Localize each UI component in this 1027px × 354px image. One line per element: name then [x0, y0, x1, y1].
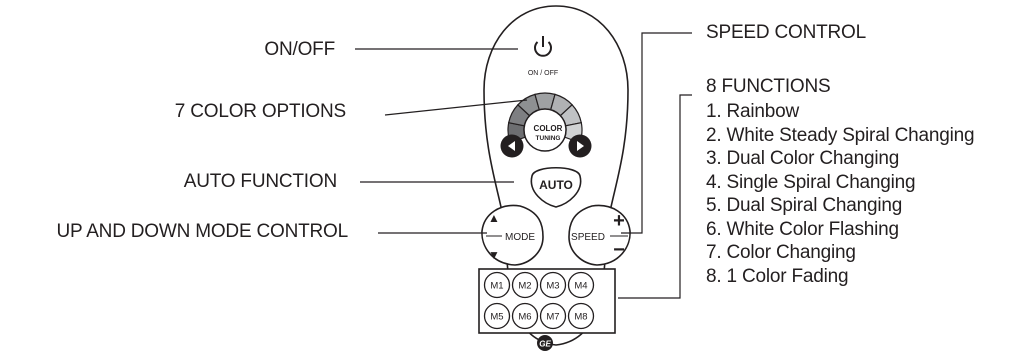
speed-plus-icon[interactable]: +	[613, 210, 625, 232]
color-tuning-label-1: COLOR	[534, 124, 563, 133]
power-icon[interactable]	[513, 17, 573, 77]
leader-lines	[355, 32, 692, 299]
label-mode-control: UP AND DOWN MODE CONTROL	[56, 221, 349, 242]
mode-rocker[interactable]	[481, 204, 544, 266]
mode-down-icon[interactable]: ▼	[488, 248, 500, 262]
memory-button-m6[interactable]: M6	[511, 302, 539, 330]
function-item: 4. Single Spiral Changing	[706, 171, 916, 193]
auto-button[interactable]	[530, 167, 582, 208]
auto-label: AUTO	[539, 178, 573, 192]
function-item: 6. White Color Flashing	[706, 218, 899, 240]
memory-button-m2[interactable]: M2	[511, 271, 539, 299]
memory-button-label: M4	[574, 281, 587, 292]
label-speed-control: SPEED CONTROL	[706, 22, 866, 43]
leader-functions	[618, 94, 692, 299]
leader-color-options	[384, 99, 528, 116]
ge-logo-icon: GE	[537, 335, 553, 351]
mode-up-icon[interactable]: ▲	[488, 211, 500, 225]
memory-button-m4[interactable]: M4	[567, 271, 595, 299]
function-item: 8. 1 Color Fading	[706, 265, 849, 287]
memory-button-label: M1	[490, 281, 503, 292]
memory-button-label: M7	[546, 312, 559, 323]
label-on-off: ON/OFF	[264, 39, 335, 60]
power-caption: ON / OFF	[528, 70, 558, 77]
leader-speed-control	[621, 32, 692, 234]
color-right-button[interactable]	[568, 134, 592, 158]
function-item: 1. Rainbow	[706, 101, 800, 122]
memory-button-label: M5	[490, 312, 503, 323]
speed-rocker[interactable]	[568, 204, 631, 266]
memory-button-m1[interactable]: M1	[483, 271, 511, 299]
memory-button-label: M2	[518, 281, 531, 292]
svg-text:GE: GE	[539, 340, 551, 349]
speed-label: SPEED	[571, 232, 605, 243]
mode-label: MODE	[505, 232, 535, 243]
label-functions-title: 8 FUNCTIONS	[706, 76, 831, 97]
memory-button-m8[interactable]: M8	[567, 302, 595, 330]
label-color-options: 7 COLOR OPTIONS	[174, 101, 346, 122]
label-auto-function: AUTO FUNCTION	[183, 171, 337, 192]
memory-button-m7[interactable]: M7	[539, 302, 567, 330]
memory-button-label: M8	[574, 312, 587, 323]
memory-button-m5[interactable]: M5	[483, 302, 511, 330]
function-item: 3. Dual Color Changing	[706, 148, 900, 169]
function-item: 5. Dual Spiral Changing	[706, 195, 903, 216]
color-left-button[interactable]	[500, 134, 524, 158]
speed-minus-icon[interactable]: −	[613, 239, 625, 261]
memory-button-label: M3	[546, 281, 559, 292]
memory-button-label: M6	[518, 312, 531, 323]
function-item: 7. Color Changing	[706, 242, 856, 263]
memory-button-m3[interactable]: M3	[539, 271, 567, 299]
function-item: 2. White Steady Spiral Changing	[706, 124, 975, 146]
color-tuning-label-2: TUNING	[536, 135, 561, 142]
